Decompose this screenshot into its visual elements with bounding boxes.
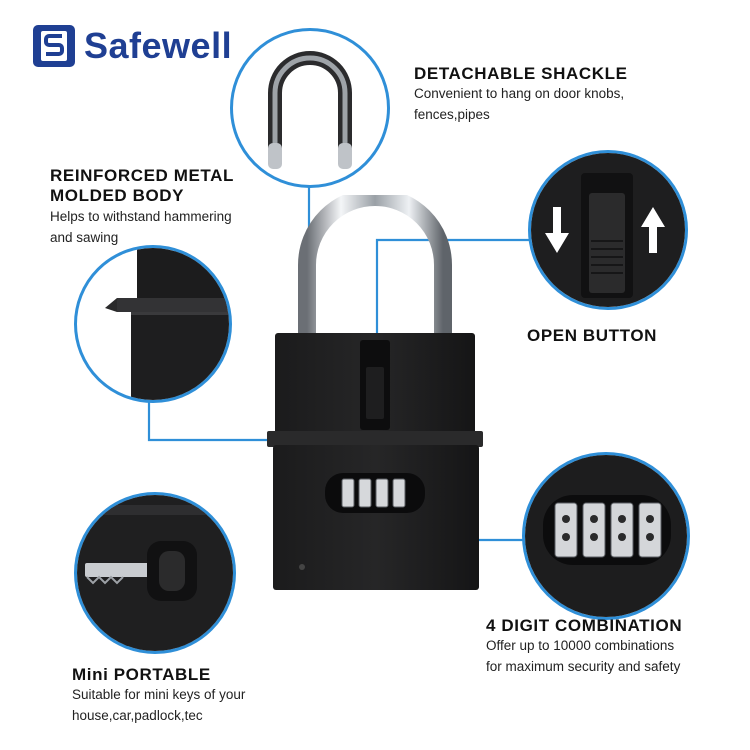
feature-shackle: DETACHABLE SHACKLE Convenient to hang on… [414, 64, 734, 126]
feature-portable-desc-line2: house,car,padlock,tec [72, 708, 203, 724]
combination-detail-circle [522, 452, 690, 620]
feature-portable-title: Mini PORTABLE [72, 665, 211, 684]
feature-body-desc-line1: Helps to withstand hammering [50, 208, 232, 224]
feature-shackle-desc-line1: Convenient to hang on door knobs, [414, 86, 625, 102]
arrow-up-icon [641, 207, 665, 253]
lockbox-product [267, 195, 483, 590]
shackle-detail-circle [230, 28, 390, 188]
feature-combination-desc-line2: for maximum security and safety [486, 659, 681, 675]
feature-body-title-line2: MOLDED BODY [50, 186, 185, 206]
open-button-image [531, 153, 685, 307]
feature-combination: 4 DIGIT COMBINATION Offer up to 10000 co… [486, 616, 746, 678]
brand-name: Safewell [84, 25, 233, 66]
open-button-circle [528, 150, 688, 310]
combination-dial-image [525, 455, 687, 617]
feature-combination-title: 4 DIGIT COMBINATION [486, 616, 683, 635]
arrow-down-icon [545, 207, 569, 253]
callout-line-button [375, 238, 540, 365]
safe-logo-icon [33, 25, 75, 67]
feature-portable: Mini PORTABLE Suitable for mini keys of … [72, 665, 352, 727]
body-corner-image [105, 248, 229, 400]
body-detail-circle [74, 245, 232, 403]
feature-body-desc-line2: and sawing [50, 229, 119, 245]
feature-portable-desc-line1: Suitable for mini keys of your [72, 687, 246, 703]
feature-shackle-desc-line2: fences,pipes [414, 107, 490, 123]
brand-logo: Safewell [32, 24, 232, 68]
feature-combination-desc-line1: Offer up to 10000 combinations [486, 638, 675, 654]
portable-detail-circle [74, 492, 236, 654]
feature-button-title: OPEN BUTTON [527, 326, 658, 345]
shackle-icon [268, 51, 352, 169]
feature-shackle-title: DETACHABLE SHACKLE [414, 64, 628, 83]
feature-button: OPEN BUTTON [527, 326, 727, 346]
feature-body: REINFORCED METAL MOLDED BODY Helps to wi… [50, 166, 300, 249]
key-icon [77, 495, 233, 651]
feature-body-title-line1: REINFORCED METAL [50, 166, 234, 185]
